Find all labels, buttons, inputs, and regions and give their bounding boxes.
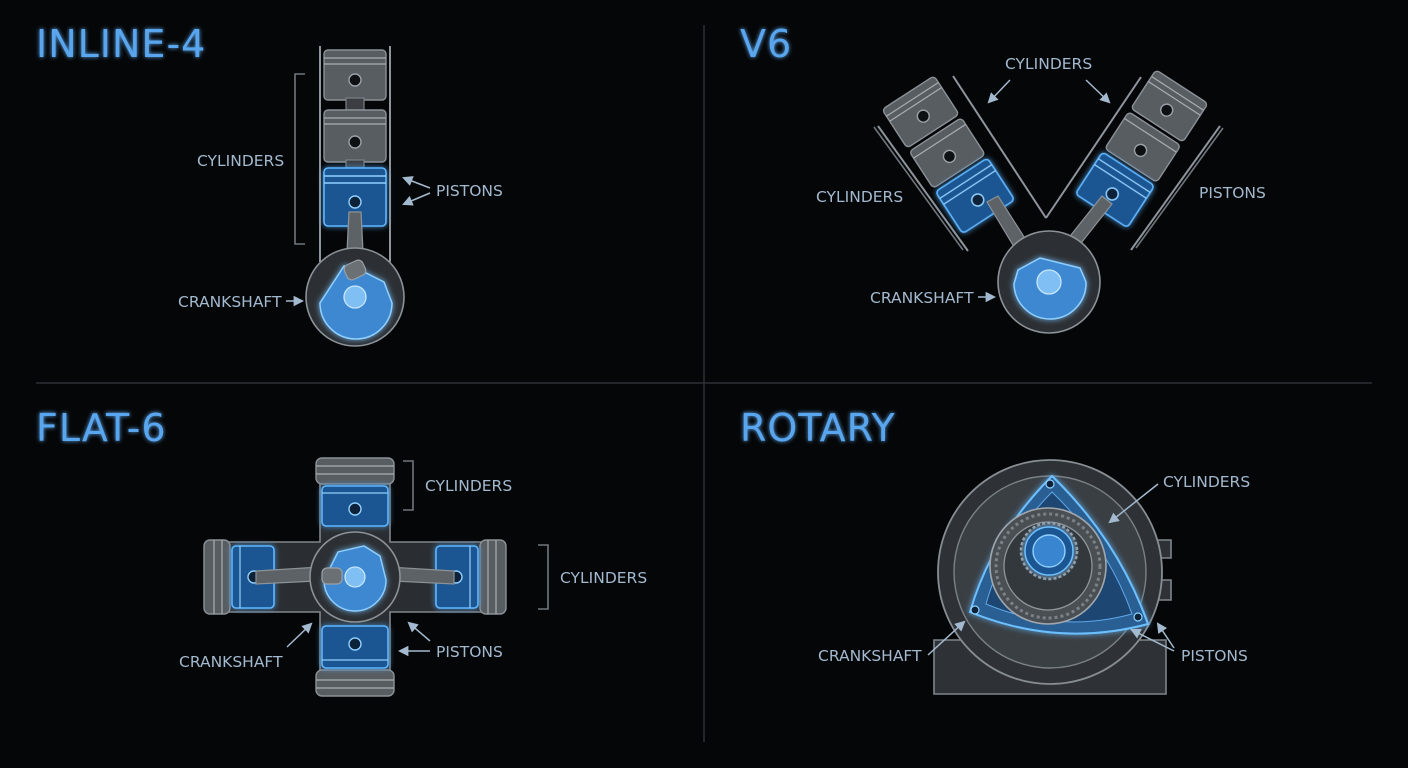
inline4-crankshaft-label: CRANKSHAFT	[178, 293, 282, 311]
inline4-engine-illustration	[305, 46, 405, 347]
v6-cylinders-top-label: CYLINDERS	[1005, 55, 1092, 73]
flat6-pistons-label: PISTONS	[436, 643, 503, 661]
inline4-title: INLINE-4	[36, 22, 206, 66]
flat6-title: FLAT-6	[36, 406, 167, 450]
rotary-title: ROTARY	[740, 406, 896, 450]
rotary-pistons-label: PISTONS	[1181, 647, 1248, 665]
flat6-cylinders-top-label: CYLINDERS	[425, 477, 512, 495]
rotary-crankshaft-label: CRANKSHAFT	[818, 647, 922, 665]
v6-engine-illustration	[877, 70, 1221, 334]
rotary-engine-illustration	[933, 459, 1172, 695]
flat6-crankshaft-label: CRANKSHAFT	[179, 653, 283, 671]
v6-crankshaft-label: CRANKSHAFT	[870, 289, 974, 307]
v6-pistons-label: PISTONS	[1199, 184, 1266, 202]
flat6-panel: FLAT-6	[36, 406, 647, 697]
inline4-panel: INLINE-4	[36, 22, 503, 347]
rotary-panel: ROTARY CYLINDERS CRANKS	[740, 406, 1250, 695]
inline4-pistons-label: PISTONS	[436, 182, 503, 200]
v6-title: V6	[740, 22, 792, 66]
v6-cylinders-left-label: CYLINDERS	[816, 188, 903, 206]
rotary-cylinders-label: CYLINDERS	[1163, 473, 1250, 491]
flat6-cylinders-right-label: CYLINDERS	[560, 569, 647, 587]
inline4-cylinders-label: CYLINDERS	[197, 152, 284, 170]
flat6-engine-illustration	[203, 457, 507, 697]
v6-panel: V6	[740, 22, 1266, 334]
